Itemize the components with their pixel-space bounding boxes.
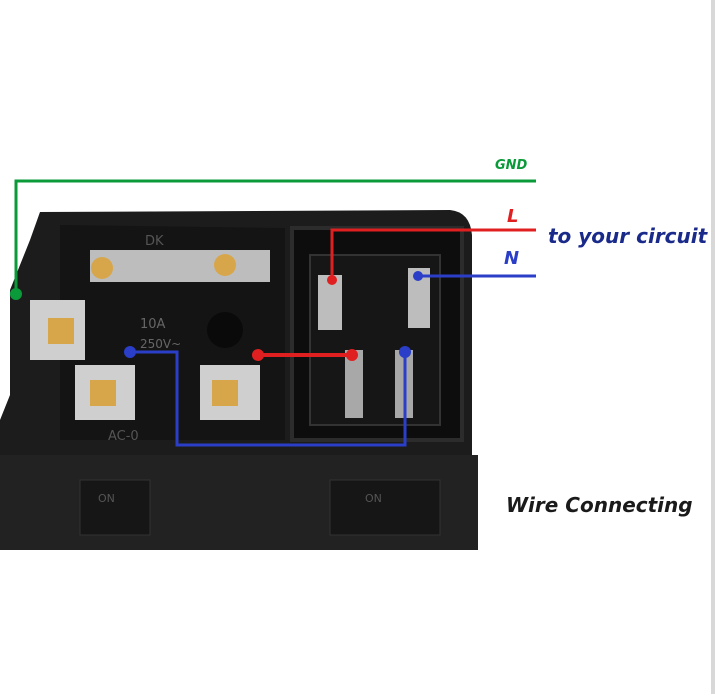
- destination-label: to your circuit: [548, 224, 708, 248]
- live-label: L: [507, 206, 519, 227]
- marking-switch-right: ON: [365, 492, 382, 505]
- live-wire: [330, 228, 536, 280]
- switch-pin-left: [345, 350, 363, 418]
- screw-top-right: [214, 254, 236, 276]
- neutral-dot-left: [124, 346, 136, 358]
- terminal-screw-live: [212, 380, 238, 406]
- neutral-switch-dot: [413, 271, 423, 281]
- neutral-label: N: [504, 248, 520, 269]
- switch-cover-left: [79, 479, 151, 536]
- neutral-dot-right: [399, 346, 411, 358]
- caption: Wire Connecting: [506, 493, 693, 517]
- metal-bracket: [90, 250, 270, 282]
- marking-current: 10A: [140, 317, 166, 332]
- terminal-screw-ground: [48, 318, 74, 344]
- terminal-screw-neutral: [90, 380, 116, 406]
- mounting-hole: [207, 312, 243, 348]
- marking-voltage: 250V~: [140, 337, 181, 351]
- live-jumper-dot-right: [346, 349, 358, 361]
- marking-model: AC-0: [108, 429, 139, 444]
- marking-switch-left: ON: [98, 492, 115, 505]
- neutral-return-wire: [130, 350, 407, 447]
- live-switch-dot: [327, 275, 337, 285]
- switch-blade-right: [408, 268, 430, 328]
- live-jumper-dot-left: [252, 349, 264, 361]
- switch-cover-right: [329, 479, 441, 536]
- screw-top-left: [91, 257, 113, 279]
- gnd-wire: [14, 179, 536, 294]
- right-border: [711, 0, 715, 694]
- gnd-label: GND: [495, 158, 528, 173]
- marking-brand: DK: [145, 234, 164, 249]
- gnd-dot: [10, 288, 22, 300]
